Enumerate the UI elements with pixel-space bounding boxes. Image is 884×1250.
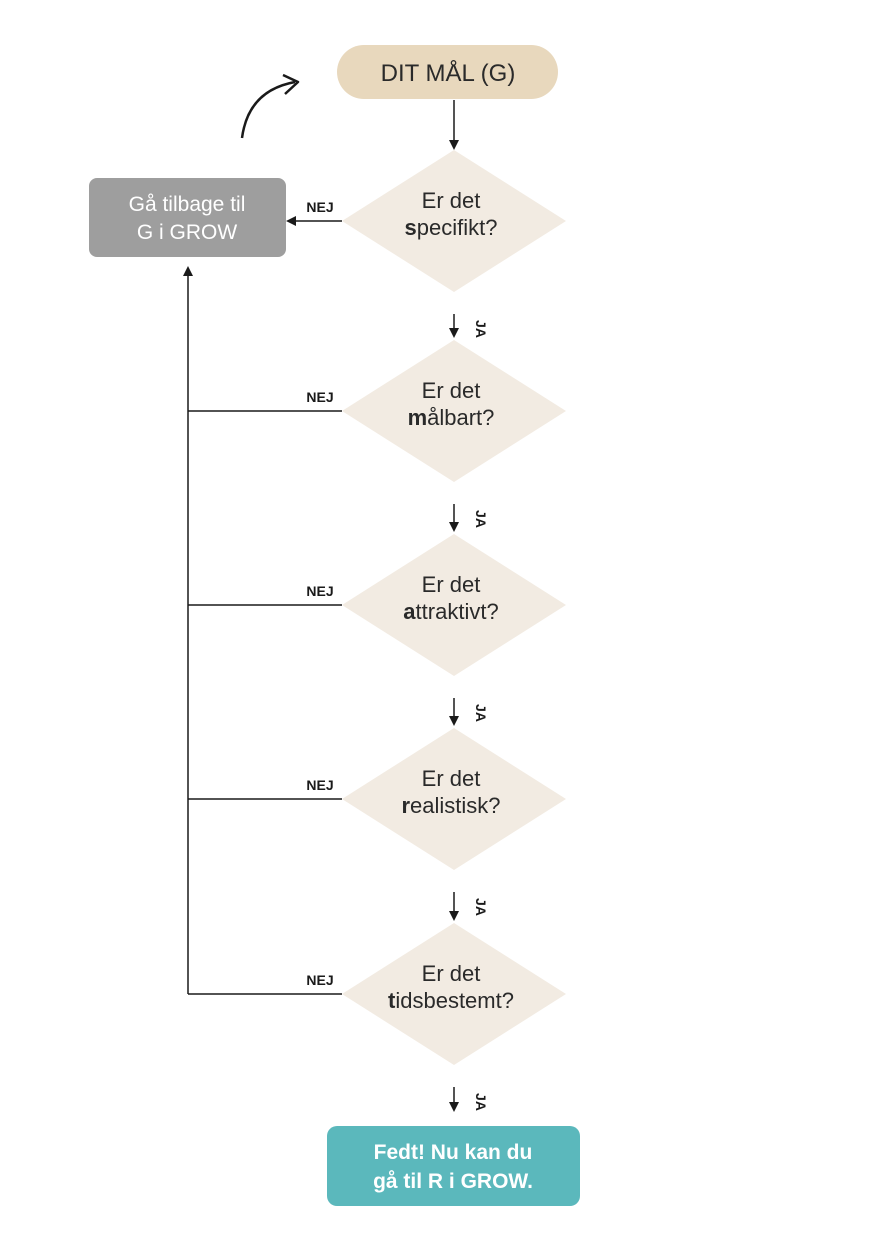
- decision-question-rest: pecifikt?: [417, 215, 498, 240]
- yes-label: JA: [473, 704, 489, 722]
- back-to-g-node: Gå tilbage til G i GROW: [89, 178, 286, 257]
- smart-letter: t: [388, 988, 396, 1013]
- decision-question-line1: Er det: [422, 188, 481, 213]
- no-label: NEJ: [306, 583, 333, 599]
- yes-label: JA: [473, 320, 489, 338]
- start-node-label: DIT MÅL (G): [381, 59, 516, 87]
- decision-question-line1: Er det: [422, 766, 481, 791]
- decision-question-line2: tidsbestemt?: [388, 988, 514, 1013]
- decision-diamond: [342, 340, 566, 482]
- smart-letter: m: [408, 405, 428, 430]
- decision-diamond: [342, 728, 566, 870]
- yes-label: JA: [473, 510, 489, 528]
- curved-arrow-icon: [240, 73, 300, 139]
- decision-question-line2: attraktivt?: [403, 599, 498, 624]
- decision-question-rest: ttraktivt?: [416, 599, 499, 624]
- decision-question-line2: realistisk?: [401, 793, 500, 818]
- smart-letter: r: [401, 793, 410, 818]
- end-node-line2: gå til R i GROW.: [373, 1170, 533, 1193]
- decision-question-rest: idsbestemt?: [395, 988, 514, 1013]
- decision-diamond: [342, 150, 566, 292]
- decision-question-rest: ålbart?: [427, 405, 494, 430]
- decision-diamond: [342, 923, 566, 1065]
- no-label: NEJ: [306, 389, 333, 405]
- end-node-line1: Fedt! Nu kan du: [374, 1141, 533, 1164]
- decision-question-line1: Er det: [422, 572, 481, 597]
- decision-diamond: [342, 534, 566, 676]
- decision-question-rest: ealistisk?: [410, 793, 500, 818]
- no-label: NEJ: [306, 972, 333, 988]
- decision-question-line1: Er det: [422, 378, 481, 403]
- start-node-shape: [337, 45, 558, 99]
- end-node-shape: [327, 1126, 580, 1206]
- decision-question-line2: specifikt?: [405, 215, 498, 240]
- end-node: Fedt! Nu kan du gå til R i GROW.: [327, 1126, 580, 1206]
- decision-question-line1: Er det: [422, 961, 481, 986]
- back-node-line1: Gå tilbage til: [129, 193, 246, 216]
- back-node-line2: G i GROW: [137, 221, 238, 244]
- yes-label: JA: [473, 1093, 489, 1111]
- no-label: NEJ: [306, 199, 333, 215]
- smart-letter: a: [403, 599, 416, 624]
- start-node: DIT MÅL (G): [337, 45, 558, 99]
- back-node-shape: [89, 178, 286, 257]
- smart-letter: s: [405, 215, 417, 240]
- yes-label: JA: [473, 898, 489, 916]
- no-label: NEJ: [306, 777, 333, 793]
- decision-question-line2: målbart?: [408, 405, 495, 430]
